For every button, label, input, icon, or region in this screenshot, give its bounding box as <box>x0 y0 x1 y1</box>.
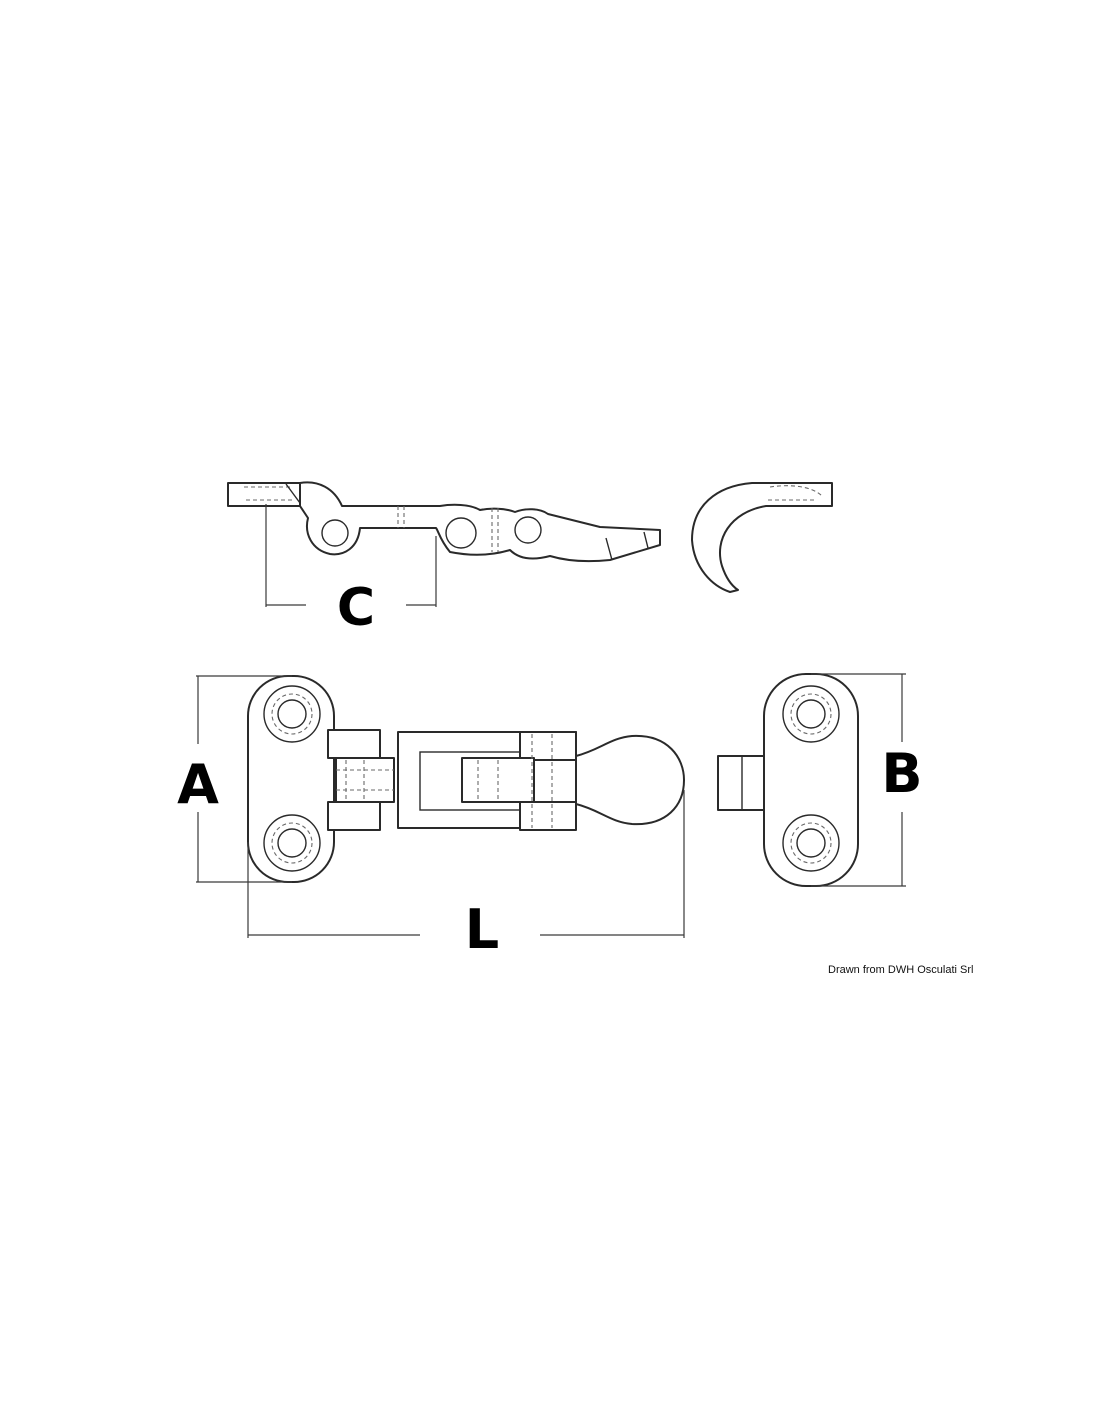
drawing-credit: Drawn from DWH Osculati Srl <box>828 964 974 976</box>
top-view-latch-arm <box>397 731 685 831</box>
dimension-label-a: A <box>177 753 219 816</box>
dimension-b: B <box>811 673 923 887</box>
dimension-c: C <box>265 504 437 638</box>
top-view-hinge <box>327 729 395 831</box>
dimension-label-l: L <box>465 898 499 961</box>
top-view-catch-plate <box>717 673 859 887</box>
top-view-latch-base-plate <box>247 675 335 883</box>
side-view-hook-catch <box>691 482 833 593</box>
side-view-latch-arm <box>227 481 661 563</box>
dimension-l: L <box>247 790 685 961</box>
dimension-label-b: B <box>881 742 922 805</box>
dimension-a: A <box>177 675 292 883</box>
dimension-label-c: C <box>337 578 375 638</box>
